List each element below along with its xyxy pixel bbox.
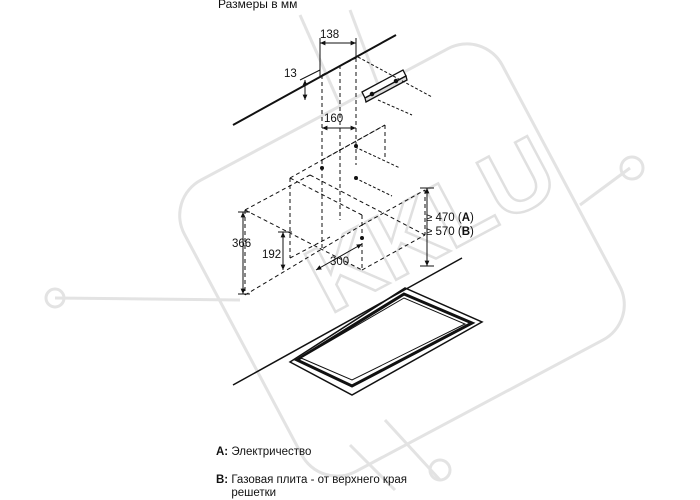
screws — [354, 56, 433, 197]
chimney-outline — [289, 57, 386, 258]
dim-138-label: 138 — [320, 29, 339, 41]
clearance-b-key: B — [462, 226, 470, 238]
screw-heads — [320, 144, 364, 240]
legend-a-text: Электричество — [231, 446, 312, 458]
watermark-text: KKLU — [290, 116, 573, 333]
dim-192 — [278, 231, 292, 270]
clearance-b-value: ≥ 570 ( — [426, 226, 462, 238]
clearance-b-label: ≥ 570 (B) — [426, 226, 474, 238]
dim-300-label: 300 — [330, 256, 349, 268]
watermark: KKLU — [44, 9, 645, 492]
dim-160-label: 160 — [324, 113, 343, 125]
clearance-a-suffix: ) — [470, 212, 474, 224]
dim-300 — [315, 243, 363, 271]
dim-366 — [238, 211, 250, 295]
dim-138 — [319, 38, 357, 78]
legend-item-b: B: Газовая плита - от верхнего края реше… — [216, 474, 446, 500]
clearance-a-key: A — [462, 212, 470, 224]
dim-13 — [299, 69, 321, 100]
ceiling-line — [232, 34, 397, 126]
legend-item-a: A: Электричество — [216, 446, 311, 459]
cooktop — [288, 287, 484, 396]
drawing-heading: Размеры в мм — [218, 0, 298, 11]
dim-clearance — [420, 187, 434, 267]
legend-b-key: B: — [216, 474, 229, 486]
clearance-b-suffix: ) — [470, 226, 474, 238]
dim-366-label: 366 — [232, 238, 251, 250]
dim-13-label: 13 — [284, 68, 297, 80]
dim-192-label: 192 — [262, 249, 281, 261]
clearance-a-label: ≥ 470 (A) — [426, 212, 474, 224]
clearance-a-value: ≥ 470 ( — [426, 212, 462, 224]
legend-a-key: A: — [216, 446, 229, 458]
floor-line — [232, 257, 463, 386]
mounting-bracket — [361, 69, 408, 103]
legend-b-text: Газовая плита - от верхнего края решетки — [231, 474, 407, 499]
